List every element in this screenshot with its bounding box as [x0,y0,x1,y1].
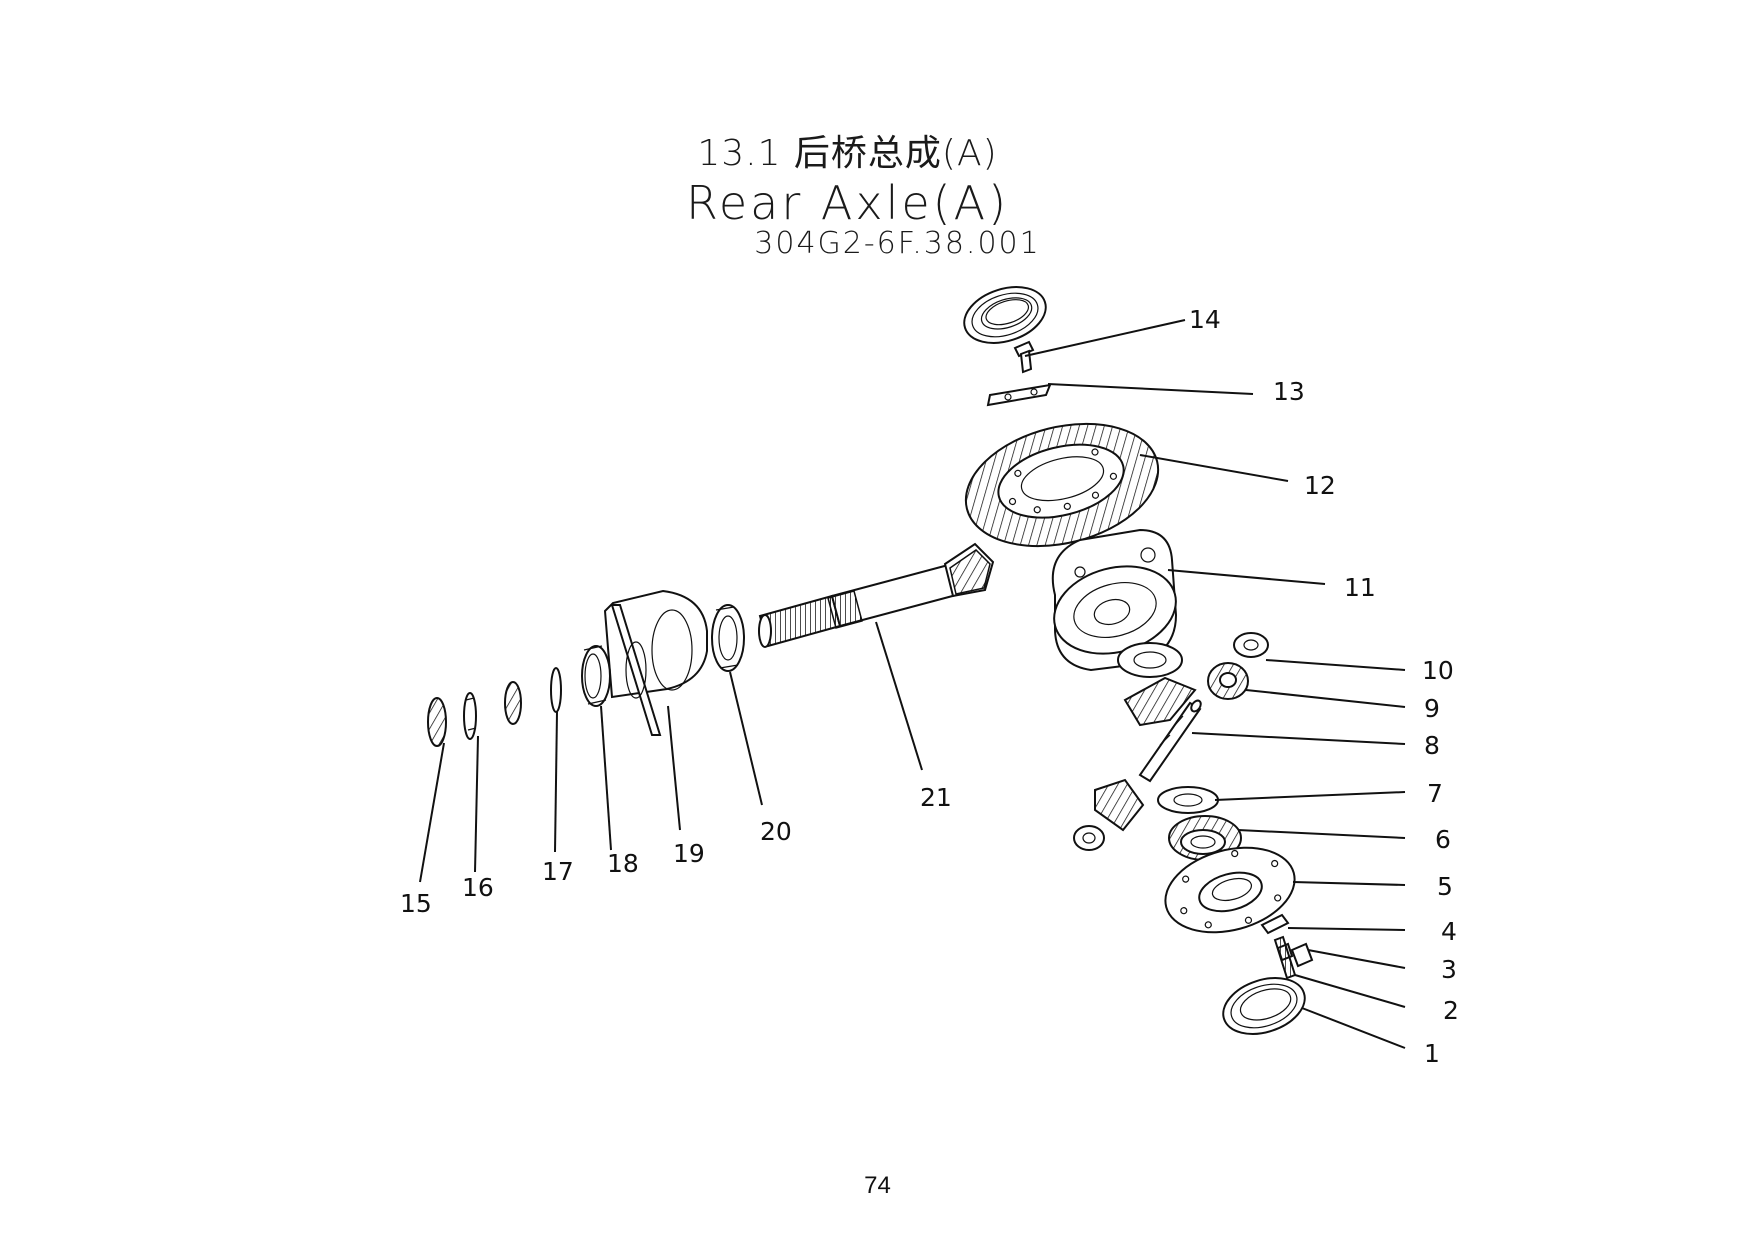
callout-6: 6 [1435,825,1451,854]
callout-9: 9 [1424,694,1440,723]
part-16-nut [504,681,522,725]
leader-17 [554,711,558,853]
part-14-bearing [963,286,1047,344]
leader-6 [1237,829,1406,839]
part-10-washer [1233,632,1269,658]
callout-16: 16 [462,873,494,902]
part-6-side-gear [1168,815,1242,861]
leader-11 [1167,569,1326,585]
callout-14: 14 [1189,305,1221,334]
leader-20 [729,671,763,806]
callout-labels: 14 13 12 11 10 9 8 7 6 5 4 3 2 1 21 20 1… [400,305,1459,1068]
leader-14 [1024,319,1186,357]
callout-13: 13 [1273,377,1305,406]
leader-12 [1139,454,1289,482]
callout-5: 5 [1437,872,1453,901]
leader-4 [1287,927,1406,931]
leader-18 [600,705,612,851]
part-14-bolt [1013,340,1035,374]
callout-2: 2 [1443,996,1459,1025]
callout-7: 7 [1427,779,1443,808]
side-pinion-lower [1094,778,1145,832]
thrust-washer [1117,642,1183,678]
callout-11: 11 [1344,573,1376,602]
page-number: 74 [864,1172,891,1199]
part-4-lock-plate [1260,913,1290,935]
callout-10: 10 [1422,656,1454,685]
part-8-cross-shaft [1138,699,1202,783]
leader-9 [1245,689,1406,708]
callout-21: 21 [920,783,952,812]
part-5-case-cover [1164,846,1296,934]
title-english: Rear Axle(A) [685,176,1010,230]
callout-15: 15 [400,889,432,918]
callout-20: 20 [760,817,792,846]
callout-12: 12 [1304,471,1336,500]
leader-1 [1301,1007,1406,1049]
leader-5 [1292,881,1406,886]
leader-21 [875,621,923,771]
assembly-part-number: 304G2-6F.38.001 [754,226,1041,261]
callout-4: 4 [1441,917,1457,946]
callout-19: 19 [673,839,705,868]
side-gear-upper [1123,676,1197,727]
part-7-washer [1157,786,1219,814]
callout-18: 18 [607,849,639,878]
part-2-bolt [1273,935,1297,980]
callout-17: 17 [542,857,574,886]
part-12-ring-gear [964,422,1160,548]
part-16-lock-washer [463,692,477,740]
small-washer-lower [1073,825,1105,851]
leader-16 [474,735,479,873]
part-1-bearing [1222,977,1306,1035]
leader-8 [1191,732,1406,745]
leader-lines [419,319,1406,1049]
part-18-bearing [581,645,611,707]
callout-1: 1 [1424,1039,1440,1068]
leader-2 [1294,974,1406,1008]
part-13-lock-plate [986,383,1052,407]
leader-15 [419,742,445,883]
leader-7 [1214,791,1406,801]
part-21-pinion-shaft [758,542,995,648]
part-20-bearing [711,604,745,672]
leader-19 [667,705,681,831]
callout-8: 8 [1424,731,1440,760]
part-9-pinion-gear [1207,662,1249,700]
part-19-bearing-housing [603,589,708,736]
title-chinese: 13.1 后桥总成(A) [697,133,998,174]
leader-13 [1047,383,1254,395]
part-15-nut [427,697,447,747]
leader-3 [1307,949,1406,969]
leader-10 [1265,659,1406,671]
callout-3: 3 [1441,955,1457,984]
part-17-snap-ring [550,667,562,713]
